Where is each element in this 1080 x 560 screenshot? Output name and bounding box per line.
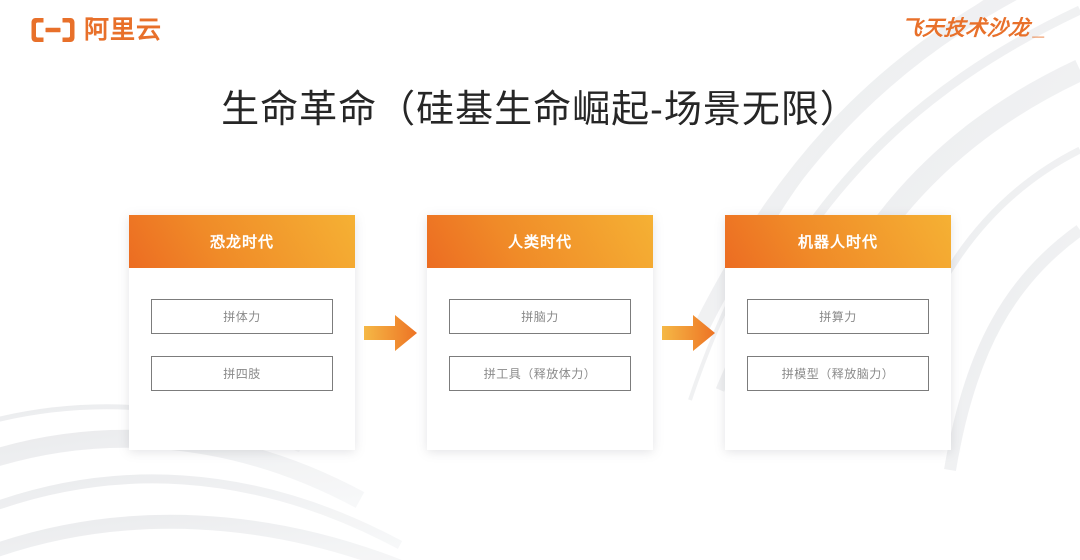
era-item-label: 拼脑力 (521, 310, 559, 324)
era-card-robot: 机器人时代 拼算力 拼模型（释放脑力） (725, 215, 951, 450)
era-card-human: 人类时代 拼脑力 拼工具（释放体力） (427, 215, 653, 450)
era-item-label: 拼四肢 (223, 367, 261, 381)
alibaba-cloud-logo-icon (31, 18, 75, 42)
era-card-body: 拼脑力 拼工具（释放体力） (427, 268, 653, 450)
era-card-header: 机器人时代 (725, 215, 951, 268)
era-item: 拼体力 (151, 299, 333, 334)
era-item: 拼工具（释放体力） (449, 356, 631, 391)
page-title: 生命革命（硅基生命崛起-场景无限） (221, 89, 859, 131)
era-card-body: 拼体力 拼四肢 (129, 268, 355, 450)
era-card-title: 恐龙时代 (209, 234, 274, 251)
flow-arrow-1 (355, 215, 427, 450)
arrow-right-icon (364, 314, 417, 351)
arrow-right-icon (662, 314, 715, 351)
brand-logo-text: 阿里云 (84, 15, 163, 44)
era-item-label: 拼模型（释放脑力） (781, 367, 895, 381)
era-item-label: 拼工具（释放体力） (483, 367, 597, 381)
era-card-title: 人类时代 (507, 234, 572, 251)
era-item: 拼四肢 (151, 356, 333, 391)
era-progression-diagram: 恐龙时代 拼体力 拼四肢 人类时代 拼脑 (0, 215, 1080, 455)
era-card-header: 恐龙时代 (129, 215, 355, 268)
era-card-header: 人类时代 (427, 215, 653, 268)
event-brand-text: 飞天技术沙龙 (900, 17, 1032, 40)
era-card-body: 拼算力 拼模型（释放脑力） (725, 268, 951, 450)
era-item-label: 拼算力 (819, 310, 857, 324)
era-card-dinosaur: 恐龙时代 拼体力 拼四肢 (129, 215, 355, 450)
era-item-label: 拼体力 (223, 310, 261, 324)
event-brand: 飞天技术沙龙 _ (900, 17, 1044, 40)
brand-logo: 阿里云 (30, 16, 162, 44)
era-item: 拼脑力 (449, 299, 631, 334)
era-card-title: 机器人时代 (797, 234, 878, 251)
event-brand-underscore: _ (1032, 17, 1044, 40)
era-item: 拼算力 (747, 299, 929, 334)
era-item: 拼模型（释放脑力） (747, 356, 929, 391)
flow-arrow-2 (653, 215, 725, 450)
